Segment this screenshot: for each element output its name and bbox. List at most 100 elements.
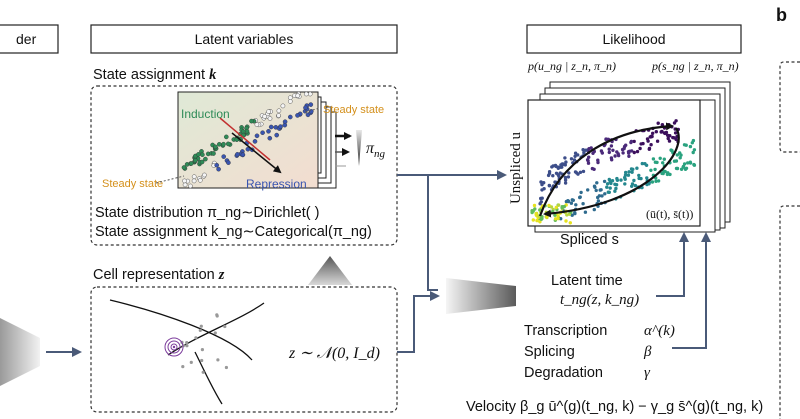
- phase-cell-dot: [573, 154, 577, 158]
- inset-cell-dot: [202, 172, 207, 178]
- phase-cell-dot: [646, 139, 650, 143]
- inset-cell-dot: [266, 128, 271, 134]
- latent-variables-header: Latent variables: [90, 24, 398, 54]
- phase-cell-dot: [559, 217, 563, 221]
- phase-cell-dot: [566, 199, 570, 203]
- inset-cell-dot: [213, 144, 218, 150]
- phase-cell-dot: [649, 143, 653, 147]
- cell-representation-box: [90, 286, 398, 413]
- phase-cell-dot: [532, 203, 537, 208]
- phase-cell-dot: [635, 149, 640, 154]
- phase-cell-dot: [621, 151, 625, 155]
- phase-cell-dot: [563, 178, 568, 182]
- phase-cell-dot: [550, 165, 554, 169]
- inset-cell-dot: [254, 122, 260, 127]
- induction-label: Induction: [181, 107, 230, 121]
- inset-cell-dot: [203, 156, 208, 162]
- phase-cell-dot: [690, 141, 694, 145]
- phase-portrait-stack: [177, 91, 337, 189]
- phase-cell-dot: [556, 214, 560, 218]
- latent-cell-dot: [194, 336, 198, 340]
- velocity-formula: Velocity β_g ū^(g)(t_ng, k) − γ_g s̄^(g)…: [466, 399, 763, 415]
- x-axis-label: Spliced s: [560, 232, 619, 248]
- phase-cell-dot: [589, 146, 593, 150]
- phase-cell-dot: [672, 159, 677, 163]
- phase-cell-dot: [675, 153, 679, 157]
- phase-cell-dot: [562, 204, 566, 209]
- phase-cell-dot: [596, 195, 600, 200]
- inset-cell-dot: [254, 133, 260, 139]
- inset-cell-dot: [287, 99, 293, 104]
- p-s-label: p(s_ng | z_n, π_n): [651, 59, 739, 73]
- inset-cell-dot: [188, 161, 194, 166]
- phase-cell-dot: [610, 158, 614, 162]
- phase-cell-dot: [558, 171, 562, 175]
- encoder-header-label: der: [16, 31, 37, 47]
- latent-cell-dot: [189, 360, 193, 364]
- phase-cell-dot: [615, 178, 620, 182]
- phase-cell-dot: [581, 169, 586, 174]
- phase-cell-dot: [627, 149, 632, 153]
- phase-cell-dot: [654, 179, 658, 183]
- phase-cell-dot: [607, 190, 611, 194]
- phase-cell-dot: [605, 185, 609, 189]
- inset-cell-dot: [182, 182, 188, 188]
- phase-cell-dot: [661, 161, 665, 165]
- phase-cell-dot: [551, 174, 555, 178]
- inset-cell-dot: [214, 162, 219, 168]
- phase-cell-dot: [599, 188, 603, 192]
- phase-cell-dot: [616, 152, 620, 156]
- phase-cell-dot: [531, 209, 535, 213]
- phase-cell-dot: [607, 177, 611, 182]
- latent-cell-dot: [185, 341, 189, 345]
- phase-cell-dot: [553, 213, 557, 217]
- panel-b-label: b: [776, 5, 787, 25]
- phase-cell-dot: [576, 153, 580, 157]
- phase-cell-dot: [623, 182, 627, 186]
- phase-cell-dot: [540, 196, 544, 200]
- likelihood-header: Likelihood: [526, 24, 742, 54]
- phase-cell-dot: [591, 151, 595, 155]
- phase-cell-dot: [672, 136, 676, 140]
- state-assignment-title: State assignment k: [93, 67, 217, 83]
- phase-cell-dot: [645, 176, 649, 180]
- phase-cell-dot: [629, 167, 634, 171]
- inset-cell-dot: [200, 152, 205, 157]
- phase-cell-dot: [688, 144, 693, 149]
- inset-cell-dot: [252, 139, 258, 144]
- phase-cell-dot: [590, 166, 595, 171]
- inset-cell-dot: [199, 159, 205, 165]
- phase-cell-dot: [649, 168, 653, 172]
- phase-cell-dot: [660, 123, 665, 127]
- phase-cell-dot: [553, 163, 558, 168]
- phase-cell-dot: [603, 192, 607, 196]
- phase-cell-dot: [655, 139, 660, 143]
- likelihood-label: Likelihood: [602, 31, 665, 47]
- rate-symbol-transcription: α^(k): [644, 323, 675, 339]
- phase-cell-dot: [632, 178, 636, 183]
- phase-cell-dot: [626, 173, 631, 177]
- kinetic-rates: Transcription α^(k) Splicing β Degradati…: [524, 323, 675, 381]
- latent-cell-dot: [213, 331, 217, 335]
- phase-cell-dot: [579, 190, 583, 195]
- phase-cell-dot: [607, 147, 611, 151]
- latent-cell-dot: [224, 365, 228, 370]
- repression-arrow: [219, 117, 271, 161]
- phase-cell-dot: [542, 187, 546, 191]
- steady-top-leader: [304, 107, 321, 113]
- phase-cell-dot: [614, 186, 618, 191]
- inset-cell-dot: [295, 93, 301, 98]
- phase-cell-dot: [569, 201, 574, 205]
- phase-cell-dot: [564, 160, 568, 164]
- repression-label: Repression: [246, 177, 307, 191]
- phase-cell-dot: [547, 184, 552, 188]
- inset-cell-dot: [191, 178, 197, 184]
- inset-cell-dot: [307, 91, 313, 97]
- phase-cell-dot: [608, 186, 612, 190]
- phase-cell-dot: [632, 139, 636, 144]
- trajectory-label: (ū(t), s̄(t)): [646, 207, 693, 221]
- phase-cell-dot: [578, 195, 582, 200]
- inset-cell-dot: [225, 141, 231, 147]
- phase-cell-dot: [691, 150, 695, 155]
